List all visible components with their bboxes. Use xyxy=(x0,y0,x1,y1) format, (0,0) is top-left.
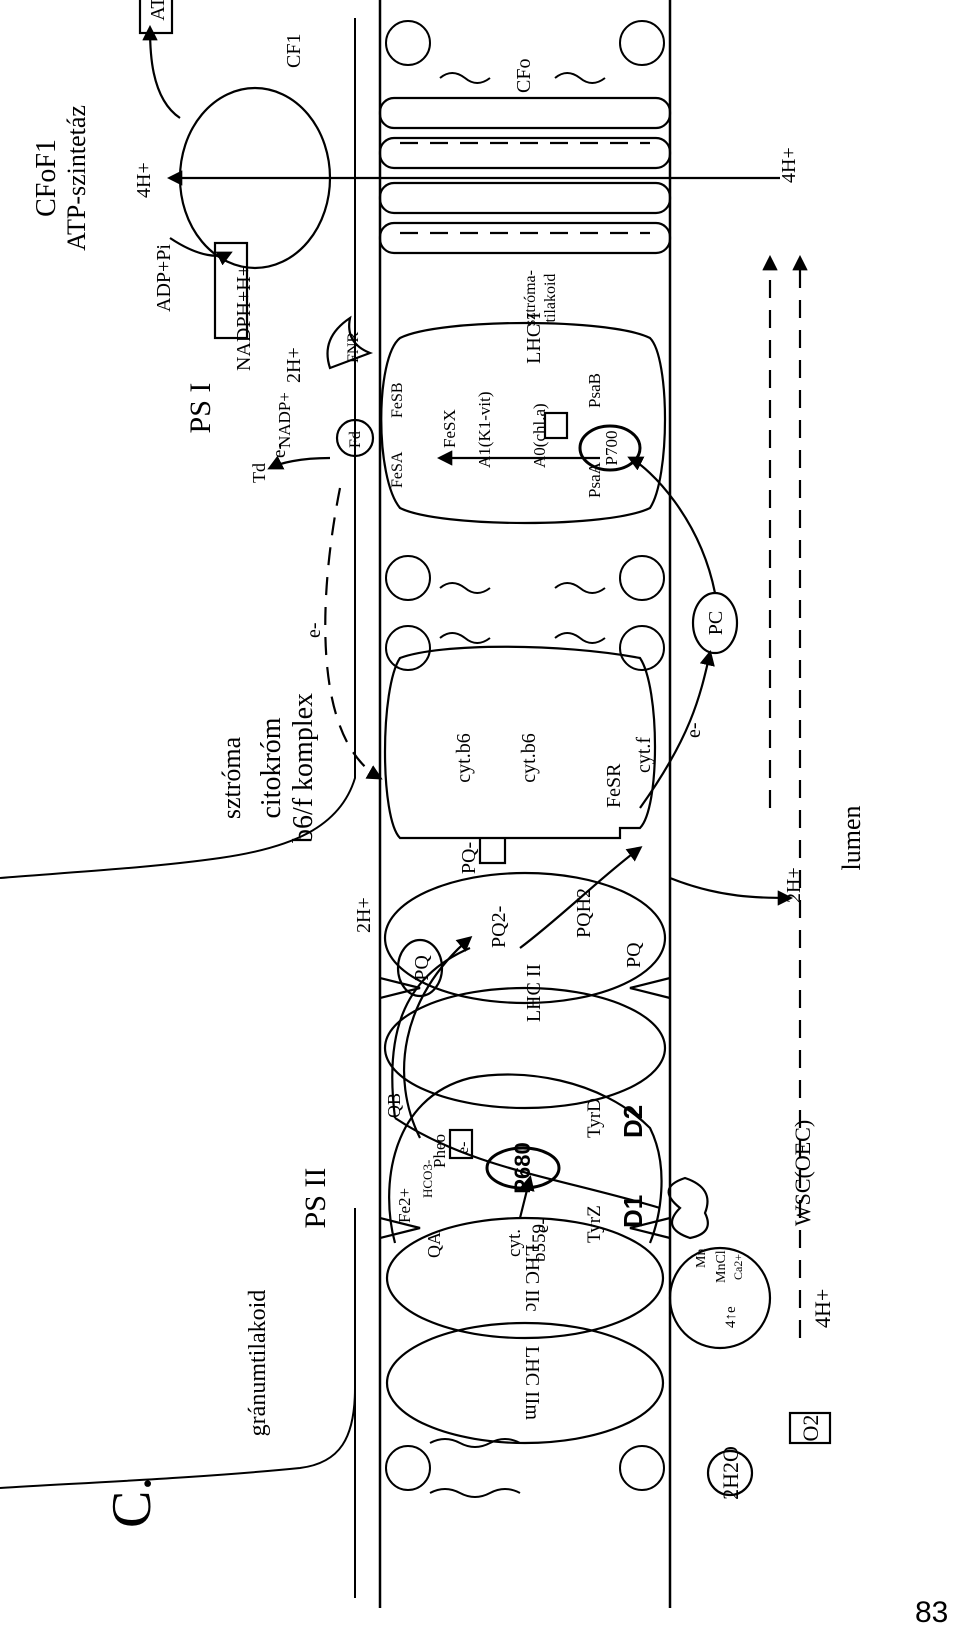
pq2minus-label: PQ2- xyxy=(488,906,510,948)
atp-label: ATP xyxy=(147,0,169,21)
qa-label: QA xyxy=(424,1232,444,1258)
pq-minus-label: PQ- xyxy=(458,842,480,874)
lhc-iic-label: LHC IIc xyxy=(521,1244,543,1311)
fd-label: Fd xyxy=(347,431,364,448)
d1-label: D1 xyxy=(618,1195,648,1228)
four-h-lumen-psii: 4H+ xyxy=(810,1289,835,1328)
flow-arrows xyxy=(142,24,794,1219)
cytochrome-b6f xyxy=(383,645,657,865)
four-h-stroma-atp: 4H+ xyxy=(133,162,155,198)
thylakoid-membrane xyxy=(0,0,672,1608)
stroma-thylakoid-1: sztróma- xyxy=(522,270,539,326)
atp-synthase-labels: CFoF1 ATP-szintetáz CF1 CFo ATP ADP+Pi 4… xyxy=(31,0,800,312)
a0-label: A0(chl.a) xyxy=(530,403,549,468)
a1-label: A1(K1-vit) xyxy=(475,392,494,468)
cyt-b559-label-1: cyt. xyxy=(504,1229,525,1257)
e-minus-tyrz: e- xyxy=(532,1218,553,1233)
cyt-b6-b: cyt.b6 xyxy=(518,733,540,782)
fesb-label: FeSB xyxy=(389,382,406,418)
lhc-ii-label: LHC II xyxy=(523,964,545,1022)
adp-label: ADP+Pi xyxy=(153,244,175,312)
nadp-label: NADP+ xyxy=(275,392,294,448)
water-splitting-complex xyxy=(667,1176,832,1497)
cytb6f-title-1: citokróm xyxy=(256,717,287,818)
lhc-iim-label: LHC IIm xyxy=(521,1346,543,1420)
pq-out-label: PQ xyxy=(623,942,645,968)
psii-labels: PS II LHC IIm LHC IIc LHC II cyt. b559 Q… xyxy=(299,964,648,1421)
stroma-thylakoid-2: tilakoid xyxy=(542,274,559,323)
psii-title: PS II xyxy=(299,1168,332,1229)
pheo-label: Pheo xyxy=(430,1134,449,1168)
fnr-label: FNR xyxy=(345,332,362,363)
psab-label: PsaB xyxy=(585,373,604,408)
wsc-label: WSC(OEC) xyxy=(790,1120,815,1226)
four-h-lumen-atp: 4H+ xyxy=(778,147,800,183)
cytb6f-labels: citokróm b6/f komplex cyt.b6 cyt.b6 PQ- … xyxy=(256,693,805,903)
plastocyanin: PC xyxy=(691,591,739,655)
wsc-labels: WSC(OEC) Mn MnCl Ca2+ 4↑e 2H2O O2 4H+ xyxy=(694,1120,835,1500)
four-e-label: 4↑e xyxy=(723,1306,739,1328)
pq-label: PQ xyxy=(411,955,433,981)
cyt-b559-label-2: b559 xyxy=(529,1224,550,1262)
cyt-b6-a: cyt.b6 xyxy=(453,733,475,782)
p700-label: P700 xyxy=(602,431,621,466)
mn-label: Mn xyxy=(694,1249,709,1268)
e-minus-dashed: e- xyxy=(303,622,325,638)
p680-label: P680 xyxy=(510,1142,535,1193)
two-h-psi: 2H+ xyxy=(283,347,305,383)
fesa-label: FeSA xyxy=(389,451,406,488)
psi-title: PS I xyxy=(184,383,217,434)
cytb6f-title-2: b6/f komplex xyxy=(288,693,319,843)
psaa-label: PsaA xyxy=(585,461,604,498)
e-minus-psii: e- xyxy=(455,1142,472,1154)
psi-labels: PS I LHC I P700 PsaA PsaB A0(chl.a) A1(K… xyxy=(184,265,621,638)
nadph-label: NADPH+H+ xyxy=(233,265,255,371)
atp-title-2: ATP-szintetáz xyxy=(62,105,91,251)
atp-title-1: CFoF1 xyxy=(31,139,62,217)
d2-label: D2 xyxy=(618,1105,648,1138)
fe-label: Fe2+ xyxy=(395,1188,414,1223)
hco3-label: HCO3- xyxy=(420,1160,435,1198)
e-minus-psi: e- xyxy=(269,443,290,458)
water-label: 2H2O xyxy=(718,1446,743,1500)
mncl-label: MnCl xyxy=(714,1250,729,1283)
region-labels: C. gránumtilakoid sztróma lumen xyxy=(101,736,866,1528)
page-number: 83 xyxy=(915,1596,949,1629)
pq-labels: PQ PQ2- 2H+ PQH2 PQ xyxy=(353,888,645,981)
tyrz-label: TyrZ xyxy=(584,1205,605,1243)
cytf-label: cyt.f xyxy=(633,737,655,773)
lipid-bilayer xyxy=(385,20,665,1498)
two-h-stroma-pq: 2H+ xyxy=(353,897,375,933)
td-label: Td xyxy=(249,463,269,483)
cf1-label: CF1 xyxy=(283,34,305,68)
photosystem-i xyxy=(326,315,667,525)
dashed-paths xyxy=(324,141,808,1338)
lhc-i-label: LHC I xyxy=(523,312,545,364)
lumen-label: lumen xyxy=(837,806,866,871)
oxygen-label: O2 xyxy=(798,1415,823,1442)
fesr-label: FeSR xyxy=(603,763,625,808)
qb-label: QB xyxy=(384,1093,404,1118)
stroma-label: sztróma xyxy=(217,736,246,819)
photosystem-ii xyxy=(379,871,671,1445)
panel-letter: C. xyxy=(101,1477,163,1528)
cfo-label: CFo xyxy=(513,59,535,93)
granum-label: gránumtilakoid xyxy=(245,1290,271,1437)
fesx-label: FeSX xyxy=(440,409,459,448)
ca-label: Ca2+ xyxy=(731,1254,745,1280)
rotated-diagram: PS II LHC IIm LHC IIc LHC II cyt. b559 Q… xyxy=(0,0,866,1608)
tyrd-label: TyrD xyxy=(584,1098,605,1138)
pc-label: PC xyxy=(705,611,727,635)
